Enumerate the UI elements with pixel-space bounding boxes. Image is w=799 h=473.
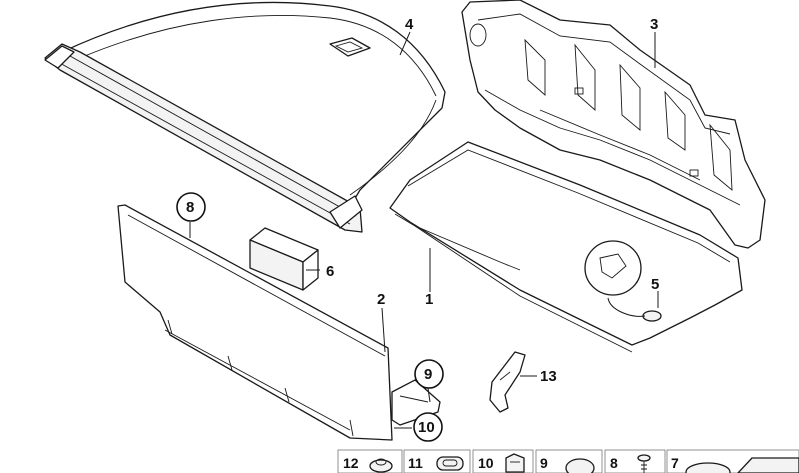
leader-lines bbox=[189, 31, 659, 429]
legend-label-10: 10 bbox=[478, 455, 494, 471]
washer-icon bbox=[685, 462, 731, 473]
callout-8: 8 bbox=[186, 199, 194, 216]
clip-icon bbox=[505, 453, 525, 473]
part-4-roller-cover bbox=[44, 1, 446, 233]
callout-4: 4 bbox=[405, 16, 414, 33]
callout-8-circle bbox=[176, 192, 206, 222]
legend-label-12: 12 bbox=[343, 455, 359, 471]
rivet-icon bbox=[369, 458, 393, 473]
legend-label-7: 7 bbox=[671, 455, 679, 471]
screw-icon bbox=[637, 454, 651, 473]
callout-9-circle bbox=[414, 359, 444, 389]
grommet-icon bbox=[436, 456, 464, 471]
callout-5: 5 bbox=[651, 276, 659, 293]
legend-label-11: 11 bbox=[408, 455, 423, 471]
part-6-foam-block bbox=[249, 227, 319, 291]
callout-13: 13 bbox=[540, 368, 557, 385]
callout-9: 9 bbox=[424, 366, 432, 383]
arrow-icon bbox=[737, 457, 799, 473]
callout-2: 2 bbox=[377, 291, 385, 308]
legend-label-9: 9 bbox=[540, 455, 548, 471]
legend-label-8: 8 bbox=[610, 455, 618, 471]
legend-cell-8 bbox=[604, 449, 666, 473]
callout-6: 6 bbox=[326, 263, 334, 280]
part-3-side-trim bbox=[461, 0, 766, 249]
callout-10: 10 bbox=[418, 419, 435, 436]
callout-3: 3 bbox=[650, 16, 658, 33]
callout-10-circle bbox=[413, 412, 443, 442]
button-cap-icon bbox=[565, 458, 595, 473]
part-13-strap bbox=[489, 351, 526, 413]
callout-1: 1 bbox=[425, 291, 433, 308]
part-1-floor-carpet bbox=[389, 141, 743, 353]
small-parts-legend: 12 11 10 9 8 7 bbox=[337, 449, 799, 473]
